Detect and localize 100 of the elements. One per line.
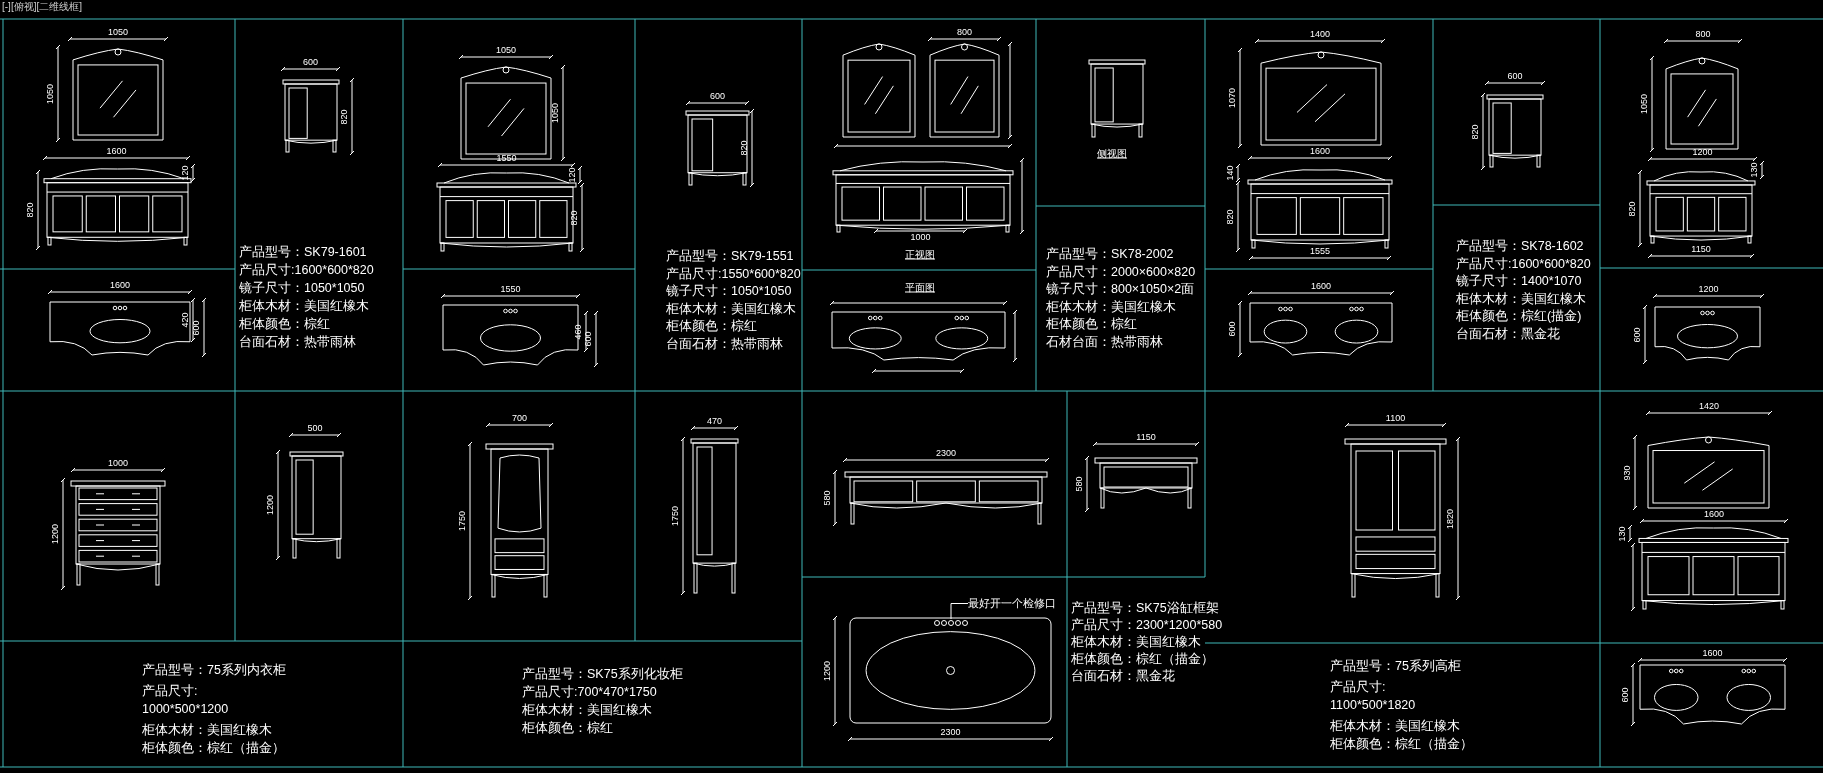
- dimension-label: 1150: [1691, 245, 1711, 255]
- dimension-label: 1600: [1310, 147, 1330, 157]
- spec-text: 柜体木材：美国红橡木: [1330, 720, 1460, 734]
- spec-text: 柜体颜色：棕红（描金）: [142, 742, 285, 756]
- spec-text: 柜体木材：美国红橡木: [239, 300, 369, 314]
- dimension-label: 820: [570, 210, 580, 225]
- dimension-label: 1550: [500, 285, 521, 295]
- tap-holes-icon: [933, 619, 969, 627]
- leader-line: [950, 603, 969, 620]
- dimension-label: 800: [957, 28, 972, 38]
- dimension-label: 820: [1628, 201, 1638, 216]
- spec-text: 产品型号：SK79-1551: [666, 250, 794, 264]
- spec-text: 石材台面：热带雨林: [1046, 335, 1163, 350]
- dimension-label: 600: [584, 331, 594, 347]
- dimension-label: 1820: [1446, 508, 1456, 529]
- dimension-label: 600: [192, 320, 202, 335]
- dimension-label: 1550: [496, 154, 517, 164]
- dimension-label: 2300: [936, 449, 956, 459]
- dimension-label: 600: [1633, 327, 1643, 342]
- dimension-label: 1150: [1136, 433, 1156, 443]
- spec-text: 产品尺寸:1600*600*820: [1456, 257, 1591, 272]
- dimension-label: 1200: [823, 661, 833, 681]
- spec-text: 柜体颜色：棕红: [239, 318, 330, 332]
- dimension-label: 1050: [46, 83, 56, 104]
- spec-text: 产品型号：SK78-2002: [1046, 248, 1174, 262]
- spec-text: 产品尺寸：2300*1200*580: [1071, 619, 1223, 633]
- dimension-label: 1600: [106, 147, 127, 157]
- dimension-label: 120: [181, 165, 191, 181]
- dimension-label: 700: [512, 414, 527, 424]
- dimension-label: 130: [1750, 162, 1760, 178]
- dimension-label: 1400: [1310, 30, 1330, 40]
- dimension-label: 460: [574, 324, 584, 339]
- spec-text: 产品尺寸: 1100*500*1820: [1330, 679, 1417, 714]
- view-caption: 正视图: [905, 248, 935, 260]
- dimension-label: 820: [740, 140, 750, 156]
- dimension-label: 820: [26, 202, 36, 218]
- dimension-label: 600: [1507, 72, 1523, 82]
- dimension-label: 1420: [1699, 402, 1719, 412]
- dimension-label: 1600: [110, 281, 130, 291]
- dimension-label: 1200: [51, 524, 61, 544]
- spec-text: 台面石材：热带雨林: [239, 336, 356, 350]
- spec-text: 柜体颜色：棕红（描金）: [1330, 738, 1473, 752]
- dimension-label: 500: [307, 424, 323, 434]
- dimension-label: 820: [340, 109, 350, 124]
- dimension-label: 580: [823, 490, 833, 506]
- spec-text: 产品型号：SK75浴缸框架: [1071, 602, 1219, 616]
- dimension-label: 1600: [1704, 510, 1724, 520]
- spec-text: 柜体木材：美国红橡木: [1456, 292, 1586, 307]
- spec-text: 镜子尺寸：1050*1050: [666, 285, 792, 299]
- dimension-label: 1200: [266, 495, 276, 515]
- dimension-label: 2300: [940, 728, 961, 738]
- spec-text: 柜体颜色：棕红: [666, 320, 757, 334]
- spec-text: 产品尺寸:1550*600*820: [666, 267, 801, 282]
- spec-text: 柜体木材：美国红橡木: [666, 302, 796, 317]
- spec-text: 产品尺寸：2000×600×820: [1046, 265, 1196, 280]
- dimension-label: 1070: [1228, 88, 1238, 108]
- dimension-label: 600: [710, 92, 725, 102]
- dimension-label: 130: [1618, 526, 1628, 541]
- dimension-label: 600: [1621, 687, 1631, 702]
- spec-text: 台面石材：黑金花: [1071, 670, 1175, 684]
- dimension-label: 1750: [458, 511, 468, 531]
- spec-text: 产品型号：SK75系列化妆柜: [522, 668, 683, 682]
- dimension-label: 1050: [108, 28, 128, 38]
- spec-text: 柜体木材：美国红橡木: [1046, 300, 1176, 315]
- spec-text: 柜体颜色：棕红: [1046, 318, 1137, 332]
- view-caption: 平面图: [905, 281, 935, 293]
- spec-text: 产品尺寸:1600*600*820: [239, 264, 374, 278]
- spec-text: 产品型号：75系列内衣柜: [142, 664, 286, 678]
- spec-text: 产品型号：75系列高柜: [1330, 660, 1461, 674]
- spec-text: 台面石材：黑金花: [1456, 327, 1560, 342]
- dimension-label: 580: [1075, 476, 1085, 492]
- spec-text: 产品尺寸:700*470*1750: [522, 686, 657, 700]
- dimension-label: 1050: [496, 46, 516, 56]
- dimension-label: 1050: [551, 103, 561, 123]
- dimension-label: 1200: [1692, 148, 1713, 158]
- dimension-label: 600: [1228, 321, 1238, 337]
- spec-text: 镜子尺寸：1050*1050: [239, 282, 365, 296]
- dimension-label: 1750: [671, 506, 681, 526]
- spec-text: 产品尺寸: 1000*500*1200: [142, 683, 230, 718]
- dimension-label: 1200: [1698, 285, 1719, 295]
- spec-text: 柜体木材：美国红橡木: [1071, 636, 1201, 650]
- note-text: 最好开一个检修口: [968, 597, 1056, 610]
- spec-text: 台面石材：热带雨林: [666, 337, 783, 352]
- spec-text: 柜体颜色：棕红: [522, 722, 613, 736]
- spec-text: 柜体木材：美国红橡木: [522, 704, 652, 718]
- dimension-label: 820: [1471, 124, 1481, 139]
- dimension-label: 1000: [108, 459, 128, 469]
- dimension-label: 120: [568, 167, 578, 183]
- dimension-label: 930: [1623, 465, 1633, 480]
- spec-text: 柜体木材：美国红橡木: [142, 724, 272, 738]
- dimension-label: 1555: [1310, 247, 1330, 257]
- dimension-label: 1000: [910, 233, 931, 243]
- spec-text: 产品型号：SK79-1601: [239, 246, 367, 260]
- dimension-label: 1600: [1702, 649, 1723, 659]
- spec-text: 柜体颜色：棕红(描金): [1456, 310, 1582, 324]
- dimension-label: 820: [1226, 209, 1236, 224]
- spec-text: 柜体颜色：棕红（描金）: [1071, 653, 1214, 667]
- dimension-label: 1050: [1640, 94, 1650, 114]
- dimension-label: 140: [1226, 165, 1236, 181]
- viewport-label: [-][俯视][二维线框]: [2, 1, 82, 12]
